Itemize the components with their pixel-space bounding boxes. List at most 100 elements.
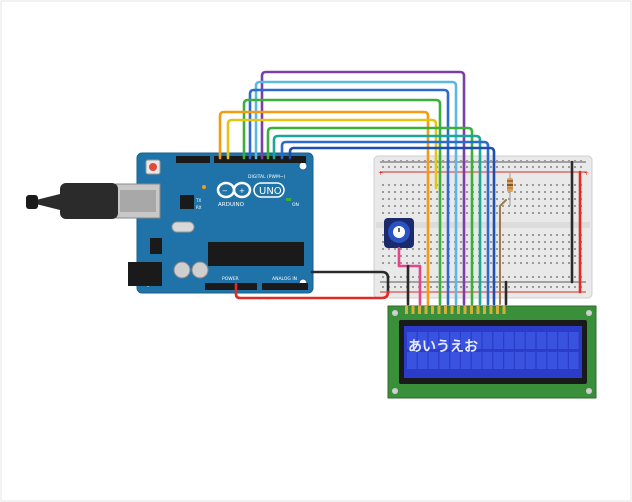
breadboard-hole (436, 276, 438, 278)
wire-red-5v[interactable] (234, 282, 390, 300)
breadboard-hole (394, 166, 396, 168)
breadboard-hole (400, 205, 402, 207)
breadboard-hole (424, 198, 426, 200)
breadboard-hole (568, 241, 570, 243)
breadboard-hole (556, 198, 558, 200)
lcd-16x2-display[interactable]: あいうえお (387, 305, 597, 399)
breadboard-hole (562, 198, 564, 200)
breadboard-hole (490, 166, 492, 168)
lcd-cell (558, 352, 568, 369)
wire-resistor-lead[interactable] (499, 199, 507, 305)
breadboard-hole (382, 234, 384, 236)
breadboard-hole (526, 205, 528, 207)
breadboard-hole (526, 160, 528, 162)
breadboard-hole (466, 241, 468, 243)
breadboard-hole (496, 184, 498, 186)
power-header (205, 283, 257, 290)
breadboard-hole (568, 262, 570, 264)
breadboard-hole (508, 212, 510, 214)
lcd-cell (450, 352, 460, 369)
wire-green-upper[interactable] (242, 98, 442, 306)
breadboard-hole (466, 262, 468, 264)
lcd-pin (489, 306, 493, 314)
breadboard-hole (550, 262, 552, 264)
wire-purple[interactable] (260, 70, 466, 306)
wire-light-blue[interactable] (254, 80, 458, 306)
breadboard-hole (514, 248, 516, 250)
breadboard-hole (400, 184, 402, 186)
wire-pink[interactable] (397, 246, 422, 306)
breadboard-hole (544, 234, 546, 236)
breadboard-hole (508, 198, 510, 200)
breadboard-hole (484, 166, 486, 168)
breadboard-hole (484, 212, 486, 214)
breadboard-hole (532, 166, 534, 168)
breadboard-hole (526, 248, 528, 250)
breadboard-hole (466, 248, 468, 250)
lcd-row-1-text: あいうえお (408, 339, 478, 355)
breadboard-hole (412, 191, 414, 193)
breadboard-hole (424, 241, 426, 243)
breadboard-hole (418, 191, 420, 193)
breadboard-hole (568, 212, 570, 214)
breadboard-hole (442, 191, 444, 193)
arduino-logo-icon: − + (216, 181, 252, 199)
breadboard-hole (556, 255, 558, 257)
breadboard-hole (532, 212, 534, 214)
wire-teal[interactable] (272, 134, 482, 306)
breadboard-hole (382, 160, 384, 162)
breadboard-hole (520, 248, 522, 250)
breadboard-hole (538, 212, 540, 214)
breadboard-hole (562, 262, 564, 264)
breadboard-hole (574, 286, 576, 288)
lcd-pin (411, 306, 415, 314)
breadboard-hole (490, 241, 492, 243)
breadboard-hole (538, 184, 540, 186)
breadboard-hole (466, 212, 468, 214)
lcd-cell (569, 352, 579, 369)
breadboard-hole (418, 234, 420, 236)
lcd-cell (547, 332, 557, 349)
breadboard-hole (568, 198, 570, 200)
breadboard-hole (574, 160, 576, 162)
wire-black-gnd[interactable] (310, 270, 390, 294)
wire-blue[interactable] (248, 88, 450, 306)
wire-yellow[interactable] (226, 118, 438, 190)
breadboard-hole (514, 234, 516, 236)
breadboard-hole (460, 184, 462, 186)
breadboard-hole (514, 241, 516, 243)
wire-blue-lower[interactable] (280, 140, 490, 306)
breadboard-hole (520, 160, 522, 162)
breadboard-hole (580, 160, 582, 162)
breadboard-hole (490, 255, 492, 257)
breadboard-hole (550, 241, 552, 243)
potentiometer[interactable] (384, 218, 414, 248)
breadboard-hole (496, 262, 498, 264)
breadboard-hole (424, 248, 426, 250)
arduino-uno-board[interactable]: − + UNO ARDUINO DIGITAL (PWM~) POWER ANA… (115, 152, 314, 294)
breadboard-hole (550, 255, 552, 257)
wire-green-lower[interactable] (266, 126, 474, 306)
breadboard-hole (526, 166, 528, 168)
breadboard-hole (394, 212, 396, 214)
tx-label: TX (195, 198, 201, 203)
breadboard-hole (520, 198, 522, 200)
wire-orange[interactable] (218, 110, 430, 306)
breadboard-hole (388, 184, 390, 186)
breadboard-hole (412, 212, 414, 214)
breadboard-hole (556, 205, 558, 207)
breadboard-hole (496, 276, 498, 278)
breadboard-hole (442, 198, 444, 200)
wire-dark-blue[interactable] (288, 146, 496, 306)
breadboard-hole (538, 234, 540, 236)
breadboard-hole (502, 160, 504, 162)
breadboard-hole (412, 198, 414, 200)
breadboard-hole (520, 234, 522, 236)
breadboard-hole (442, 255, 444, 257)
breadboard-hole (388, 160, 390, 162)
breadboard-hole (436, 286, 438, 288)
breadboard-hole (412, 166, 414, 168)
breadboard-hole (430, 248, 432, 250)
breadboard-hole (418, 184, 420, 186)
breadboard-hole (502, 234, 504, 236)
